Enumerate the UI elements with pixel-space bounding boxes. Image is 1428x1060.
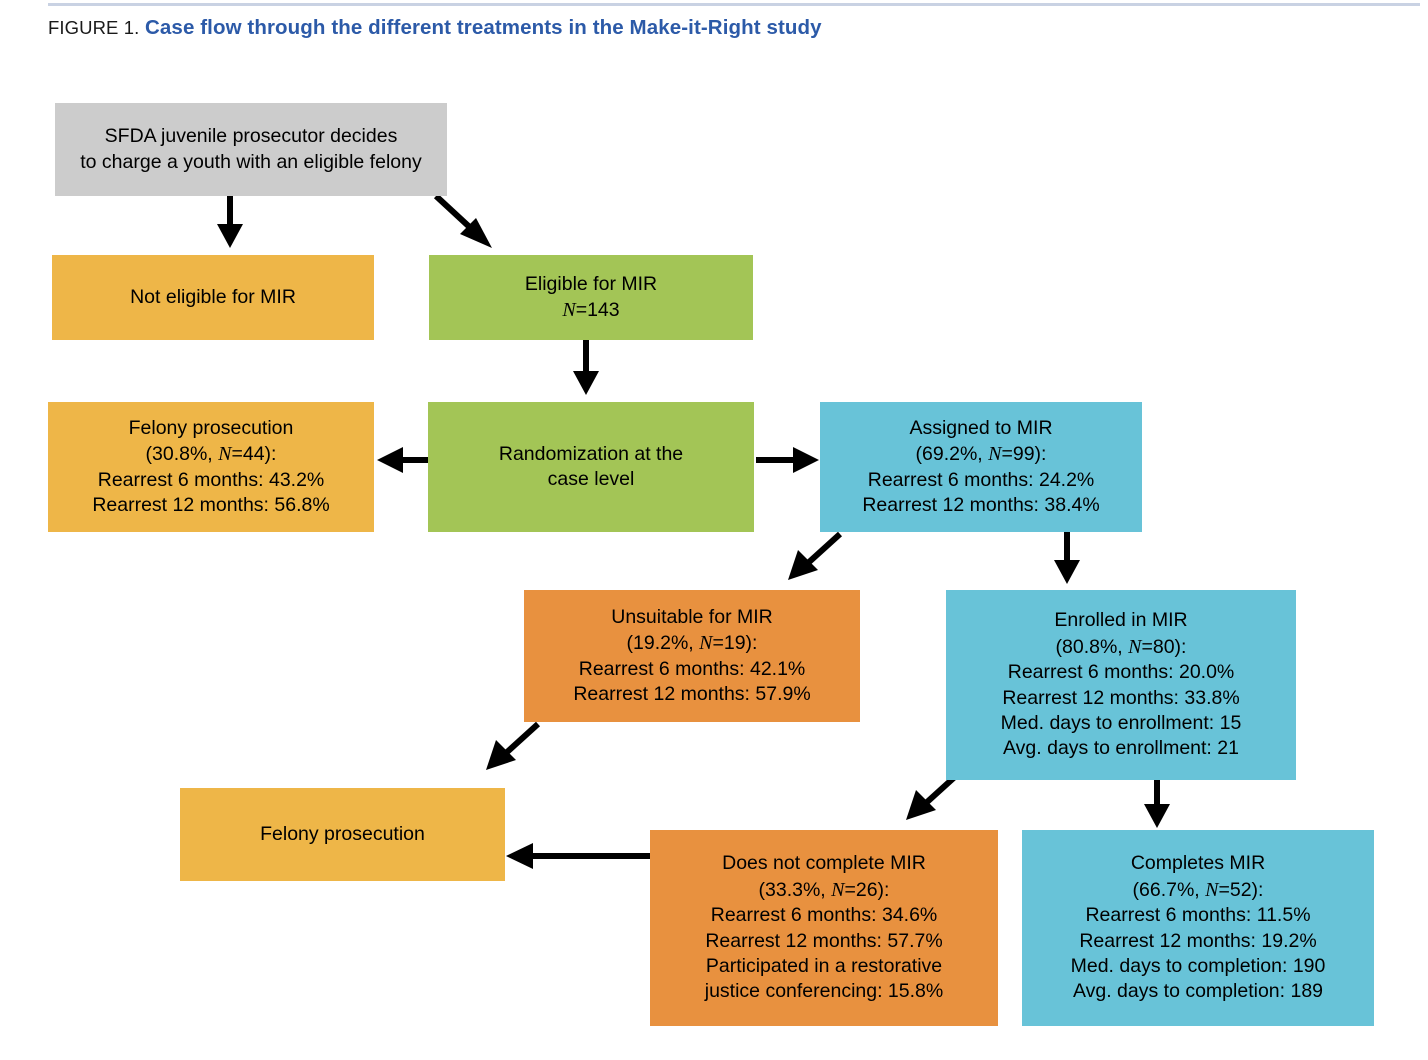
- node-completes-line-5: Med. days to completion: 190: [1070, 954, 1326, 977]
- node-assigned-line-1: Assigned to MIR: [909, 416, 1053, 439]
- node-enrolled-line-5: Med. days to enrollment: 15: [1000, 711, 1242, 734]
- node-assigned-line-2: (69.2%, N=99):: [915, 443, 1047, 466]
- node-assigned-to-mir[interactable]: Assigned to MIR (69.2%, N=99): Rearrest …: [820, 402, 1142, 532]
- node-enrolled-in-mir[interactable]: Enrolled in MIR (80.8%, N=80): Rearrest …: [946, 590, 1296, 780]
- arrow-start-to-not-eligible: [206, 196, 254, 254]
- node-not-complete-line-1: Does not complete MIR: [722, 852, 926, 875]
- node-start[interactable]: SFDA juvenile prosecutor decides to char…: [55, 103, 447, 196]
- node-not-complete-line-6: justice conferencing: 15.8%: [704, 980, 944, 1003]
- node-does-not-complete-mir[interactable]: Does not complete MIR (33.3%, N=26): Rea…: [650, 830, 998, 1026]
- node-felony1-line-2: (30.8%, N=44):: [145, 443, 277, 466]
- node-enrolled-line-4: Rearrest 12 months: 33.8%: [1002, 686, 1240, 709]
- arrow-enrolled-to-completes: [1133, 778, 1181, 834]
- arrow-randomization-to-assigned: [756, 438, 824, 482]
- node-not-complete-line-5: Participated in a restorative: [705, 954, 943, 977]
- arrow-randomization-to-felony-prosecution: [372, 438, 434, 482]
- node-enrolled-line-1: Enrolled in MIR: [1054, 609, 1188, 632]
- node-not-complete-line-3: Rearrest 6 months: 34.6%: [710, 904, 938, 927]
- node-unsuitable-line-4: Rearrest 12 months: 57.9%: [573, 682, 811, 705]
- node-unsuitable-line-2: (19.2%, N=19):: [626, 632, 758, 655]
- figure-caption: FIGURE 1. Case flow through the differen…: [48, 16, 822, 40]
- arrow-not-complete-to-felony-prosecution: [500, 834, 660, 878]
- node-completes-line-3: Rearrest 6 months: 11.5%: [1085, 904, 1311, 927]
- node-randomization[interactable]: Randomization at the case level: [428, 402, 754, 532]
- node-assigned-line-4: Rearrest 12 months: 38.4%: [862, 493, 1100, 516]
- node-not-complete-line-4: Rearrest 12 months: 57.7%: [705, 929, 943, 952]
- node-start-line-2: to charge a youth with an eligible felon…: [80, 150, 422, 173]
- node-not-complete-line-2: (33.3%, N=26):: [758, 878, 890, 901]
- node-not-eligible[interactable]: Not eligible for MIR: [52, 255, 374, 340]
- node-randomization-line-1: Randomization at the: [498, 442, 684, 465]
- arrow-eligible-to-randomization: [562, 340, 610, 402]
- node-unsuitable-line-3: Rearrest 6 months: 42.1%: [578, 657, 806, 680]
- node-felony-prosecution-1[interactable]: Felony prosecution (30.8%, N=44): Rearre…: [48, 402, 374, 532]
- node-start-line-1: SFDA juvenile prosecutor decides: [104, 125, 398, 148]
- node-enrolled-line-6: Avg. days to enrollment: 21: [1003, 737, 1239, 760]
- node-felony1-line-4: Rearrest 12 months: 56.8%: [92, 493, 330, 516]
- node-unsuitable-for-mir[interactable]: Unsuitable for MIR (19.2%, N=19): Rearre…: [524, 590, 860, 722]
- node-eligible[interactable]: Eligible for MIR N=143: [429, 255, 753, 340]
- node-enrolled-line-2: (80.8%, N=80):: [1055, 635, 1187, 658]
- figure-label: FIGURE 1.: [48, 17, 140, 38]
- node-completes-line-4: Rearrest 12 months: 19.2%: [1079, 929, 1317, 952]
- page-title: Case flow through the different treatmen…: [145, 16, 822, 39]
- node-randomization-line-2: case level: [547, 468, 635, 490]
- node-felony2-label: Felony prosecution: [260, 822, 425, 845]
- arrow-assigned-to-enrolled: [1043, 532, 1091, 590]
- node-eligible-count: N=143: [562, 299, 620, 321]
- arrow-unsuitable-to-felony-prosecution: [472, 720, 552, 782]
- node-not-eligible-label: Not eligible for MIR: [130, 285, 296, 308]
- header-divider: [48, 3, 1420, 6]
- node-felony1-line-3: Rearrest 6 months: 43.2%: [97, 468, 325, 491]
- arrow-start-to-eligible: [430, 192, 510, 262]
- node-completes-line-2: (66.7%, N=52):: [1132, 878, 1264, 901]
- node-enrolled-line-3: Rearrest 6 months: 20.0%: [1007, 661, 1235, 684]
- arrow-assigned-to-unsuitable: [772, 530, 852, 592]
- node-completes-line-1: Completes MIR: [1130, 852, 1266, 875]
- node-completes-line-6: Avg. days to completion: 189: [1072, 980, 1324, 1003]
- node-felony-prosecution-2[interactable]: Felony prosecution: [180, 788, 505, 881]
- node-completes-mir[interactable]: Completes MIR (66.7%, N=52): Rearrest 6 …: [1022, 830, 1374, 1026]
- node-eligible-label: Eligible for MIR: [524, 272, 658, 295]
- node-assigned-line-3: Rearrest 6 months: 24.2%: [867, 468, 1095, 491]
- node-felony1-line-1: Felony prosecution: [128, 416, 294, 439]
- node-unsuitable-line-1: Unsuitable for MIR: [611, 605, 773, 628]
